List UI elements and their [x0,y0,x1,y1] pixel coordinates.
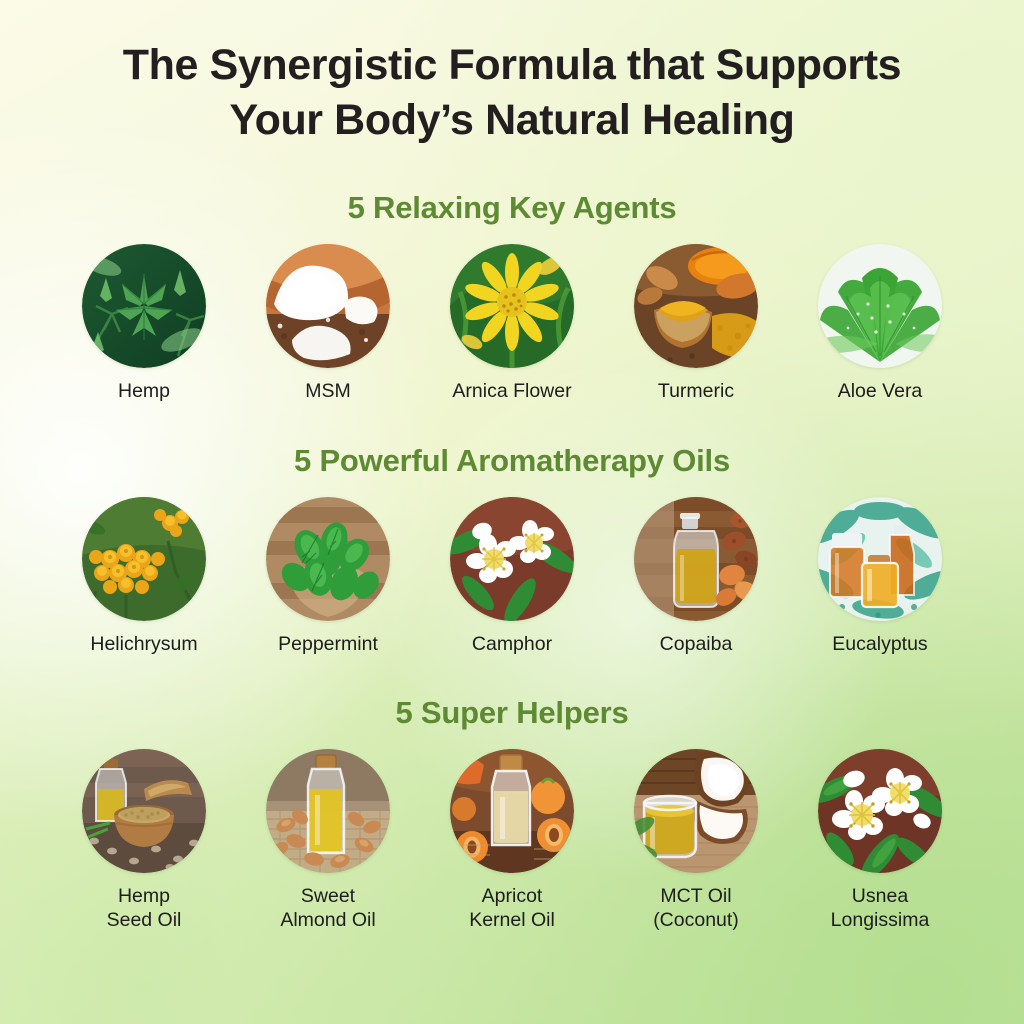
section-relaxing-key-agents: 5 Relaxing Key Agents [0,190,1024,403]
ingredient-mct-oil-coconut[interactable]: MCT Oil (Coconut) [630,748,762,933]
ingredient-turmeric[interactable]: Turmeric [630,244,762,403]
ingredient-apricot-kernel-oil[interactable]: Apricot Kernel Oil [446,748,578,933]
apricot-kernel-oil-bottle-photo [450,748,574,873]
ingredient-label: Usnea Longissima [830,884,930,932]
copaiba-oil-bottle-with-nuts-photo [634,497,758,622]
usnea-white-flowers-photo [818,748,942,873]
section-heading-3: 5 Super Helpers [395,694,629,730]
ingredient-label: Helichrysum [90,633,198,656]
ingredient-label: MCT Oil (Coconut) [653,884,739,932]
ingredient-label: MSM [305,380,351,403]
sweet-almond-oil-bottle-photo [266,748,390,873]
ingredient-row-2: Helichrysum [0,497,1024,656]
ingredient-camphor[interactable]: Camphor [446,497,578,656]
section-super-helpers: 5 Super Helpers [0,695,1024,933]
ingredient-label: Copaiba [659,633,733,656]
ingredient-row-1: Hemp [0,244,1024,403]
msm-white-powder-wooden-spoon-photo [266,244,390,369]
ingredient-helichrysum[interactable]: Helichrysum [78,497,210,656]
ingredient-peppermint[interactable]: Peppermint [262,497,394,656]
hemp-leaves-photo [82,244,206,369]
ingredient-label: Peppermint [278,633,378,656]
ingredient-label: Aloe Vera [837,380,923,403]
hemp-seed-oil-bottle-and-bowl-photo [82,748,206,873]
section-aromatherapy-oils: 5 Powerful Aromatherapy Oils [0,443,1024,656]
ingredient-arnica-flower[interactable]: Arnica Flower [446,244,578,403]
section-heading-2: 5 Powerful Aromatherapy Oils [294,443,730,479]
ingredient-label: Sweet Almond Oil [280,884,376,932]
turmeric-root-and-powder-photo [634,244,758,369]
ingredient-label: Arnica Flower [452,380,572,403]
ingredient-hemp[interactable]: Hemp [78,244,210,403]
mct-coconut-oil-jar-photo [634,748,758,873]
ingredient-label: Apricot Kernel Oil [469,884,555,932]
title-line-1: The Synergistic Formula that Supports [122,41,902,89]
arnica-yellow-flower-photo [450,244,574,369]
ingredient-msm[interactable]: MSM [262,244,394,403]
title-line-2: Your Body’s Natural Healing [229,96,795,145]
ingredient-label: Turmeric [657,380,735,403]
ingredient-label: Hemp [117,380,171,403]
ingredient-label: Camphor [471,633,553,656]
ingredient-hemp-seed-oil[interactable]: Hemp Seed Oil [78,748,210,933]
eucalyptus-oil-bottles-photo [818,497,942,622]
peppermint-leaves-photo [266,497,390,622]
aloe-vera-plant-photo [818,244,942,369]
ingredient-usnea-longissima[interactable]: Usnea Longissima [814,748,946,933]
ingredient-row-3: Hemp Seed Oil [0,748,1024,933]
page-title: The Synergistic Formula that Supports Yo… [0,0,1024,148]
camphor-white-flowers-photo [450,497,574,622]
ingredient-eucalyptus[interactable]: Eucalyptus [814,497,946,656]
ingredient-label: Eucalyptus [832,633,928,656]
ingredient-aloe-vera[interactable]: Aloe Vera [814,244,946,403]
ingredient-label: Hemp Seed Oil [106,884,182,932]
helichrysum-yellow-blossoms-photo [82,497,206,622]
section-heading-1: 5 Relaxing Key Agents [347,190,677,226]
ingredient-copaiba[interactable]: Copaiba [630,497,762,656]
ingredient-sweet-almond-oil[interactable]: Sweet Almond Oil [262,748,394,933]
